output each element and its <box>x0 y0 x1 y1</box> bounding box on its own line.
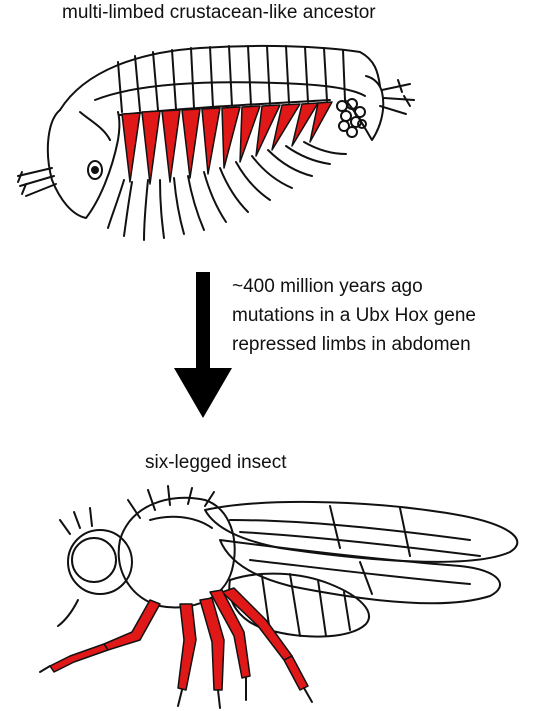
insect-drawing <box>58 486 517 637</box>
evolution-caption: ~400 million years ago mutations in a Ub… <box>232 272 476 359</box>
caption-line-3: repressed limbs in abdomen <box>232 330 476 359</box>
insect-red-legs <box>50 588 308 690</box>
crustacean-ancestor-drawing <box>18 46 414 240</box>
caption-line-2: mutations in a Ubx Hox gene <box>232 301 476 330</box>
down-arrow <box>174 272 232 418</box>
insect-leg-tips <box>40 666 312 708</box>
caption-line-1: ~400 million years ago <box>232 272 476 301</box>
insect-label: six-legged insect <box>145 452 287 474</box>
